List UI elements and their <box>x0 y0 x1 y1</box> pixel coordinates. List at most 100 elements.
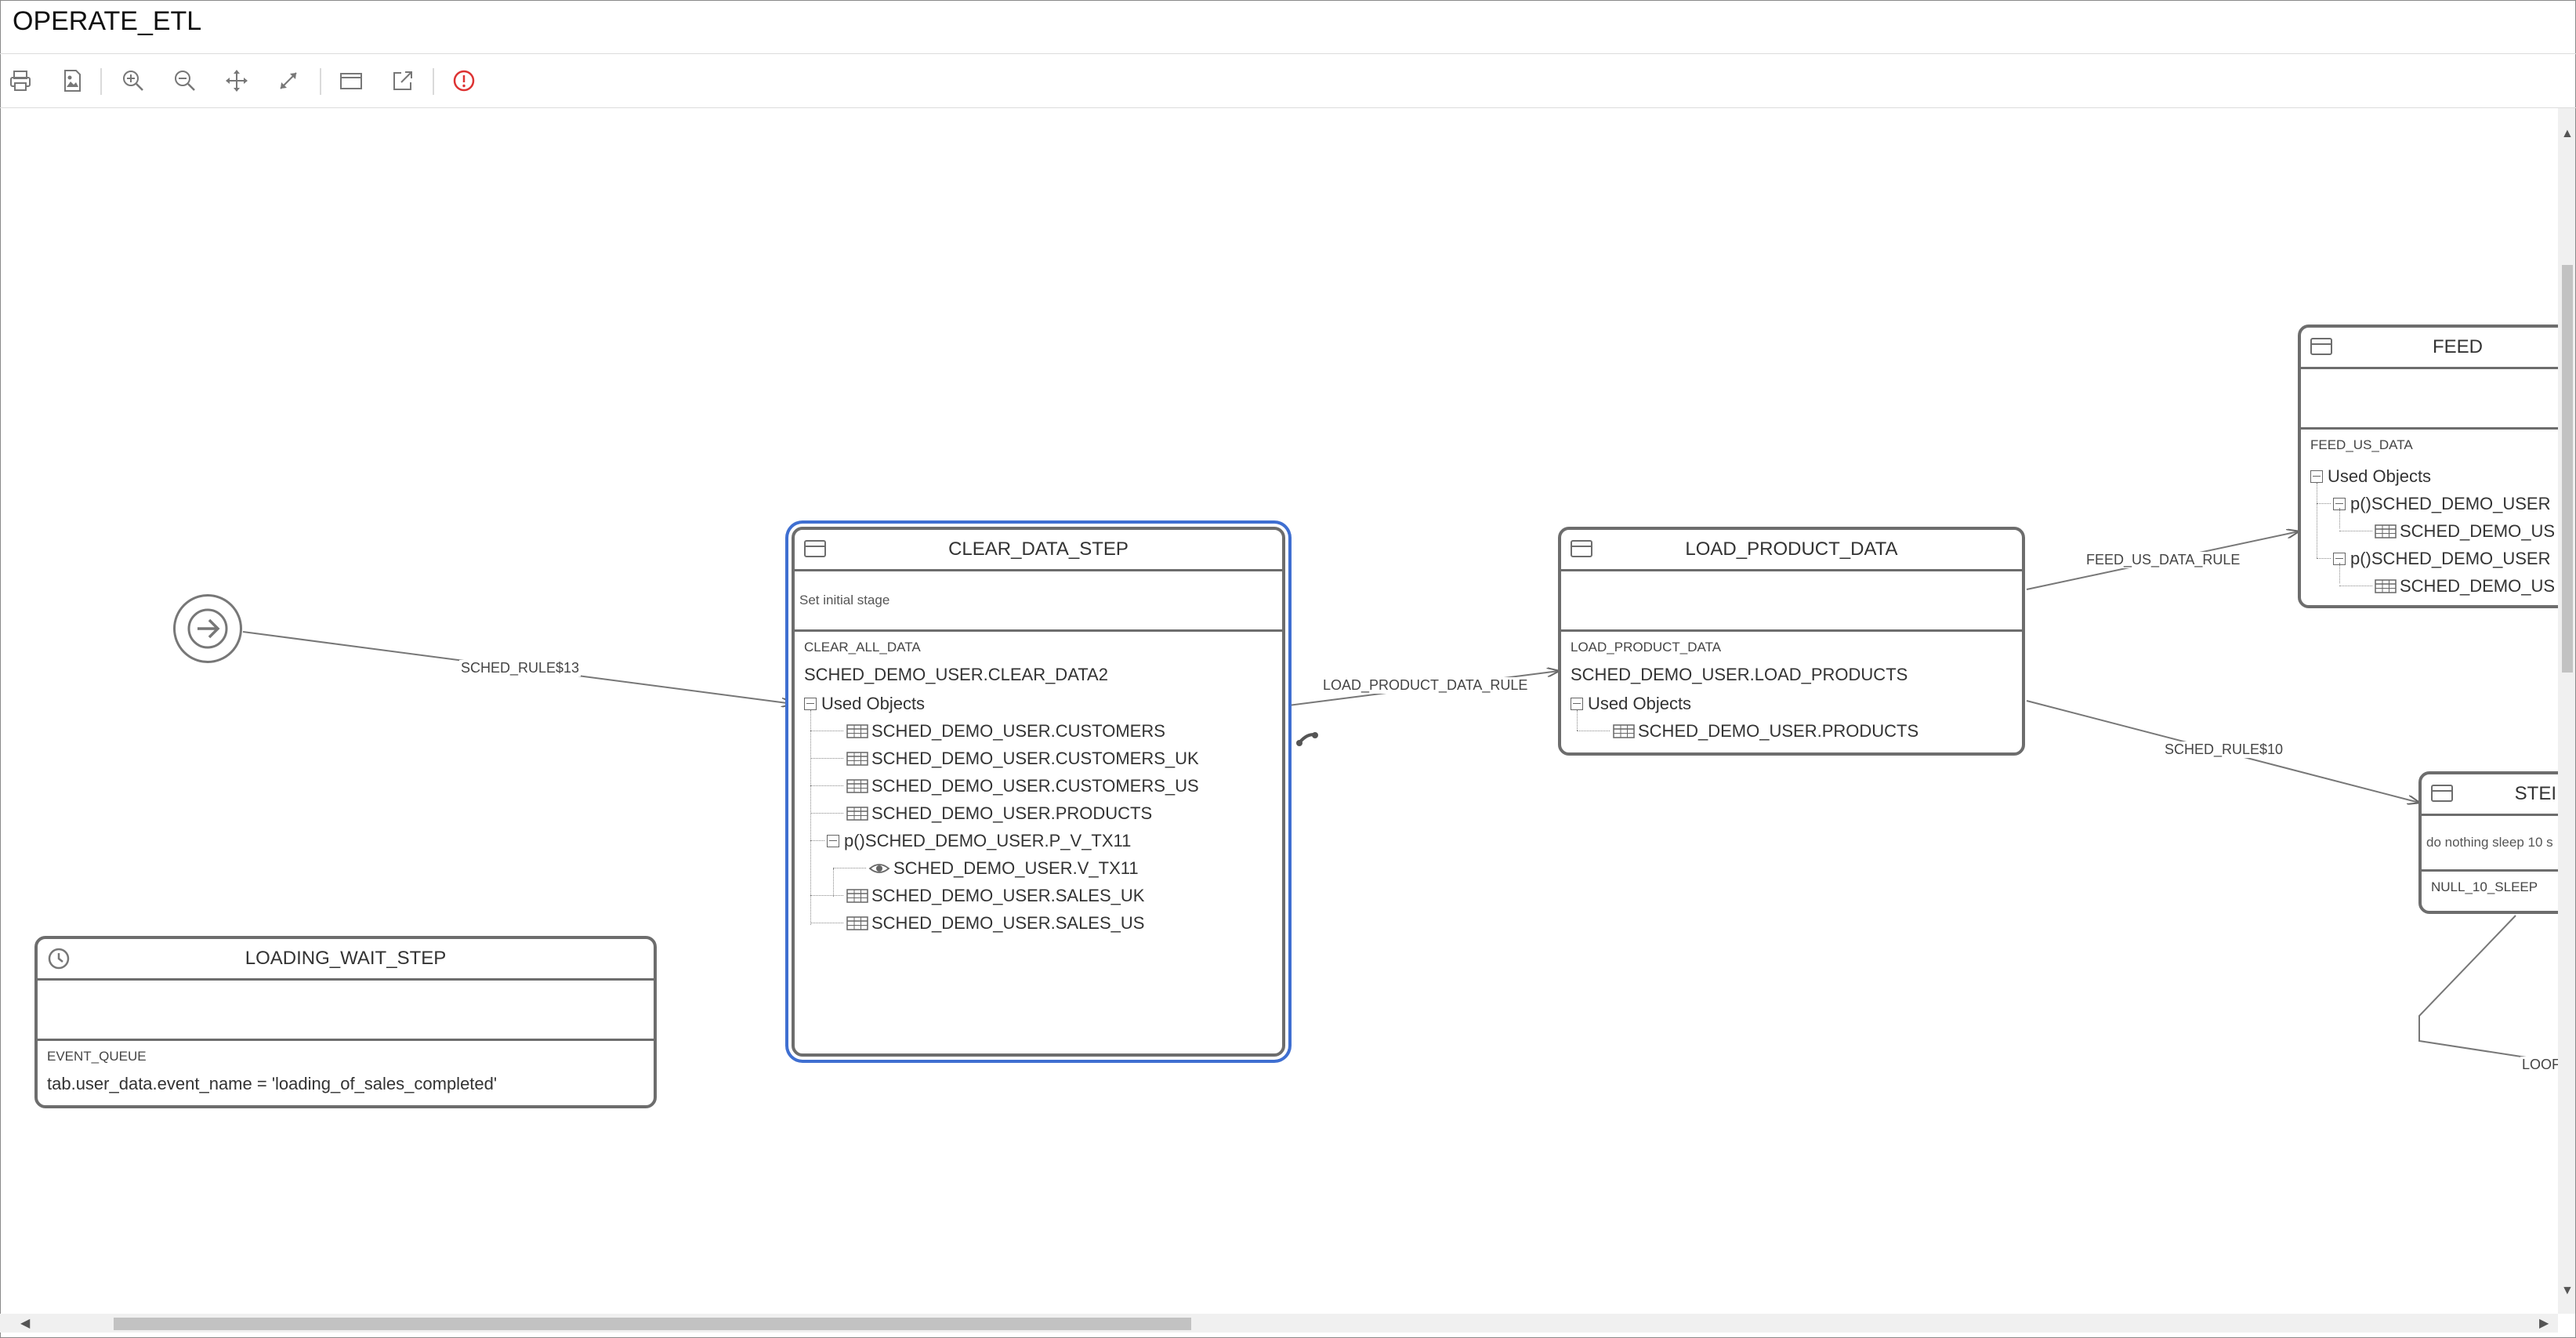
window-icon <box>2310 338 2332 355</box>
window-icon <box>1571 540 1592 557</box>
edge-loop[interactable] <box>2418 915 2532 1059</box>
node-step-sleep[interactable]: STEI do nothing sleep 10 s NULL_10_SLEEP <box>2418 771 2558 914</box>
edge-label-load-product-rule: LOAD_PRODUCT_DATA_RULE <box>1321 677 1530 694</box>
procedure-name: SCHED_DEMO_USER.LOAD_PRODUCTS <box>1571 665 1908 684</box>
node-body: EVENT_QUEUE tab.user_data.event_name = '… <box>38 1041 654 1105</box>
node-clear-data-step[interactable]: CLEAR_DATA_STEP Set initial stage CLEAR_… <box>792 527 1285 1057</box>
used-objects-node[interactable]: Used Objects <box>804 690 1273 717</box>
used-objects-tree: Used Objects p()SCHED_DEMO_USER SCHED_DE… <box>2310 462 2558 600</box>
tree-label: SCHED_DEMO_USER.P_V_TX11 <box>864 830 1132 850</box>
program-name: NULL_10_SLEEP <box>2431 879 2538 894</box>
fit-icon[interactable] <box>273 65 304 96</box>
node-description <box>1561 571 2022 632</box>
node-load-product-data[interactable]: LOAD_PRODUCT_DATA LOAD_PRODUCT_DATA SCHE… <box>1558 527 2025 756</box>
used-objects-tree: Used Objects SCHED_DEMO_USER.CUSTOMERS S… <box>804 690 1273 937</box>
save-image-icon[interactable] <box>56 65 88 96</box>
tree-item[interactable]: SCHED_DEMO_USER.CUSTOMERS_US <box>804 772 1273 800</box>
tree-label: SCHED_DEMO_US <box>2400 575 2556 596</box>
table-icon <box>846 778 868 793</box>
horizontal-scrollbar[interactable]: ◀ ▶ <box>0 1314 2558 1333</box>
node-body: FEED_US_DATA Used Objects p()SCHED_DEMO_… <box>2301 430 2558 605</box>
tree-item[interactable]: SCHED_DEMO_US <box>2310 572 2558 600</box>
node-feed-us-data[interactable]: FEED FEED_US_DATA Used Objects p()SCHED_… <box>2298 325 2558 608</box>
tree-label: SCHED_DEMO_USER.CUSTOMERS <box>871 720 1165 741</box>
node-description: Set initial stage <box>795 571 1282 632</box>
title-bar: OPERATE_ETL <box>0 0 2576 54</box>
used-objects-tree: Used Objects SCHED_DEMO_USER.PRODUCTS <box>1571 690 2013 745</box>
used-objects-node[interactable]: Used Objects <box>2310 462 2558 490</box>
table-icon <box>846 723 868 738</box>
start-node[interactable] <box>173 594 242 663</box>
toolbar-separator <box>100 68 102 95</box>
toolbar <box>0 54 2576 108</box>
node-body: LOAD_PRODUCT_DATA SCHED_DEMO_USER.LOAD_P… <box>1561 632 2022 752</box>
vertical-scroll-thumb[interactable] <box>2562 265 2573 673</box>
tree-item[interactable]: SCHED_DEMO_USER.PRODUCTS <box>804 800 1273 827</box>
zoom-out-icon[interactable] <box>169 65 201 96</box>
tree-item[interactable]: SCHED_DEMO_US <box>2310 517 2558 545</box>
node-title: STEI <box>2514 783 2556 804</box>
used-objects-node[interactable]: Used Objects <box>1571 690 2013 717</box>
node-description: do nothing sleep 10 s <box>2422 816 2558 872</box>
node-title: CLEAR_DATA_STEP <box>948 538 1129 560</box>
tree-label: SCHED_DEMO_USER.SALES_UK <box>871 885 1145 905</box>
collapse-icon[interactable] <box>2333 497 2346 510</box>
export-icon[interactable] <box>387 65 418 96</box>
tree-item-procedure[interactable]: p()SCHED_DEMO_USER.P_V_TX11 <box>804 827 1273 854</box>
vertical-scrollbar[interactable]: ▲ ▼ <box>2558 108 2575 1314</box>
tree-label: p()SCHED_DEMO_USER <box>2350 548 2551 568</box>
horizontal-scroll-thumb[interactable] <box>114 1318 1191 1330</box>
node-header: LOAD_PRODUCT_DATA <box>1561 530 2022 571</box>
window-icon[interactable] <box>335 65 367 96</box>
procedure-icon: p() <box>844 830 865 850</box>
tree-label: SCHED_DEMO_US <box>2400 520 2556 541</box>
tree-item[interactable]: SCHED_DEMO_USER.SALES_US <box>804 909 1273 937</box>
table-icon <box>846 806 868 821</box>
table-icon <box>846 751 868 766</box>
collapse-icon[interactable] <box>1571 697 1583 710</box>
print-icon[interactable] <box>5 65 36 96</box>
scroll-up-icon[interactable]: ▲ <box>2561 127 2574 140</box>
scroll-left-icon[interactable]: ◀ <box>20 1317 31 1330</box>
tree-item[interactable]: SCHED_DEMO_USER.V_TX11 <box>804 854 1273 882</box>
diagram-canvas[interactable]: SCHED_RULE$13 LOAD_PRODUCT_DATA_RULE FEE… <box>0 108 2558 1314</box>
collapse-icon[interactable] <box>2310 470 2323 483</box>
program-name: CLEAR_ALL_DATA <box>804 640 921 654</box>
tree-item-procedure[interactable]: p()SCHED_DEMO_USER <box>2310 545 2558 572</box>
clock-icon <box>48 948 70 970</box>
tree-label: SCHED_DEMO_USER.CUSTOMERS_US <box>871 775 1199 796</box>
program-name: LOAD_PRODUCT_DATA <box>1571 640 1722 654</box>
arrow-right-icon <box>187 608 228 649</box>
collapse-icon[interactable] <box>2333 552 2346 565</box>
event-condition: tab.user_data.event_name = 'loading_of_s… <box>47 1074 498 1093</box>
page-title: OPERATE_ETL <box>13 6 202 36</box>
tree-item[interactable]: SCHED_DEMO_USER.CUSTOMERS <box>804 717 1273 745</box>
node-header: CLEAR_DATA_STEP <box>795 530 1282 571</box>
scroll-down-icon[interactable]: ▼ <box>2561 1284 2574 1297</box>
edge-label-sched-rule13: SCHED_RULE$13 <box>459 660 582 676</box>
node-title: FEED <box>2432 336 2483 357</box>
scroll-right-icon[interactable]: ▶ <box>2539 1317 2549 1330</box>
node-loading-wait-step[interactable]: LOADING_WAIT_STEP EVENT_QUEUE tab.user_d… <box>34 936 657 1108</box>
node-title: LOADING_WAIT_STEP <box>245 948 447 969</box>
zoom-in-icon[interactable] <box>118 65 149 96</box>
node-description <box>38 981 654 1041</box>
program-name: FEED_US_DATA <box>2310 437 2413 452</box>
warning-icon[interactable] <box>448 65 480 96</box>
node-title: LOAD_PRODUCT_DATA <box>1685 538 1898 560</box>
collapse-icon[interactable] <box>827 834 839 847</box>
collapse-icon[interactable] <box>804 697 817 710</box>
table-icon <box>2375 524 2397 538</box>
tree-item-procedure[interactable]: p()SCHED_DEMO_USER <box>2310 490 2558 517</box>
tree-item[interactable]: SCHED_DEMO_USER.CUSTOMERS_UK <box>804 745 1273 772</box>
pan-icon[interactable] <box>221 65 252 96</box>
connector-handle-icon[interactable] <box>1296 732 1318 746</box>
window-icon <box>2431 785 2453 802</box>
tree-item[interactable]: SCHED_DEMO_USER.SALES_UK <box>804 882 1273 909</box>
tree-label: SCHED_DEMO_USER.PRODUCTS <box>1638 720 1919 741</box>
toolbar-separator <box>433 68 434 95</box>
tree-label: p()SCHED_DEMO_USER <box>2350 493 2551 513</box>
tree-item[interactable]: SCHED_DEMO_USER.PRODUCTS <box>1571 717 2013 745</box>
node-body: NULL_10_SLEEP <box>2422 872 2558 911</box>
node-header: FEED <box>2301 328 2558 369</box>
